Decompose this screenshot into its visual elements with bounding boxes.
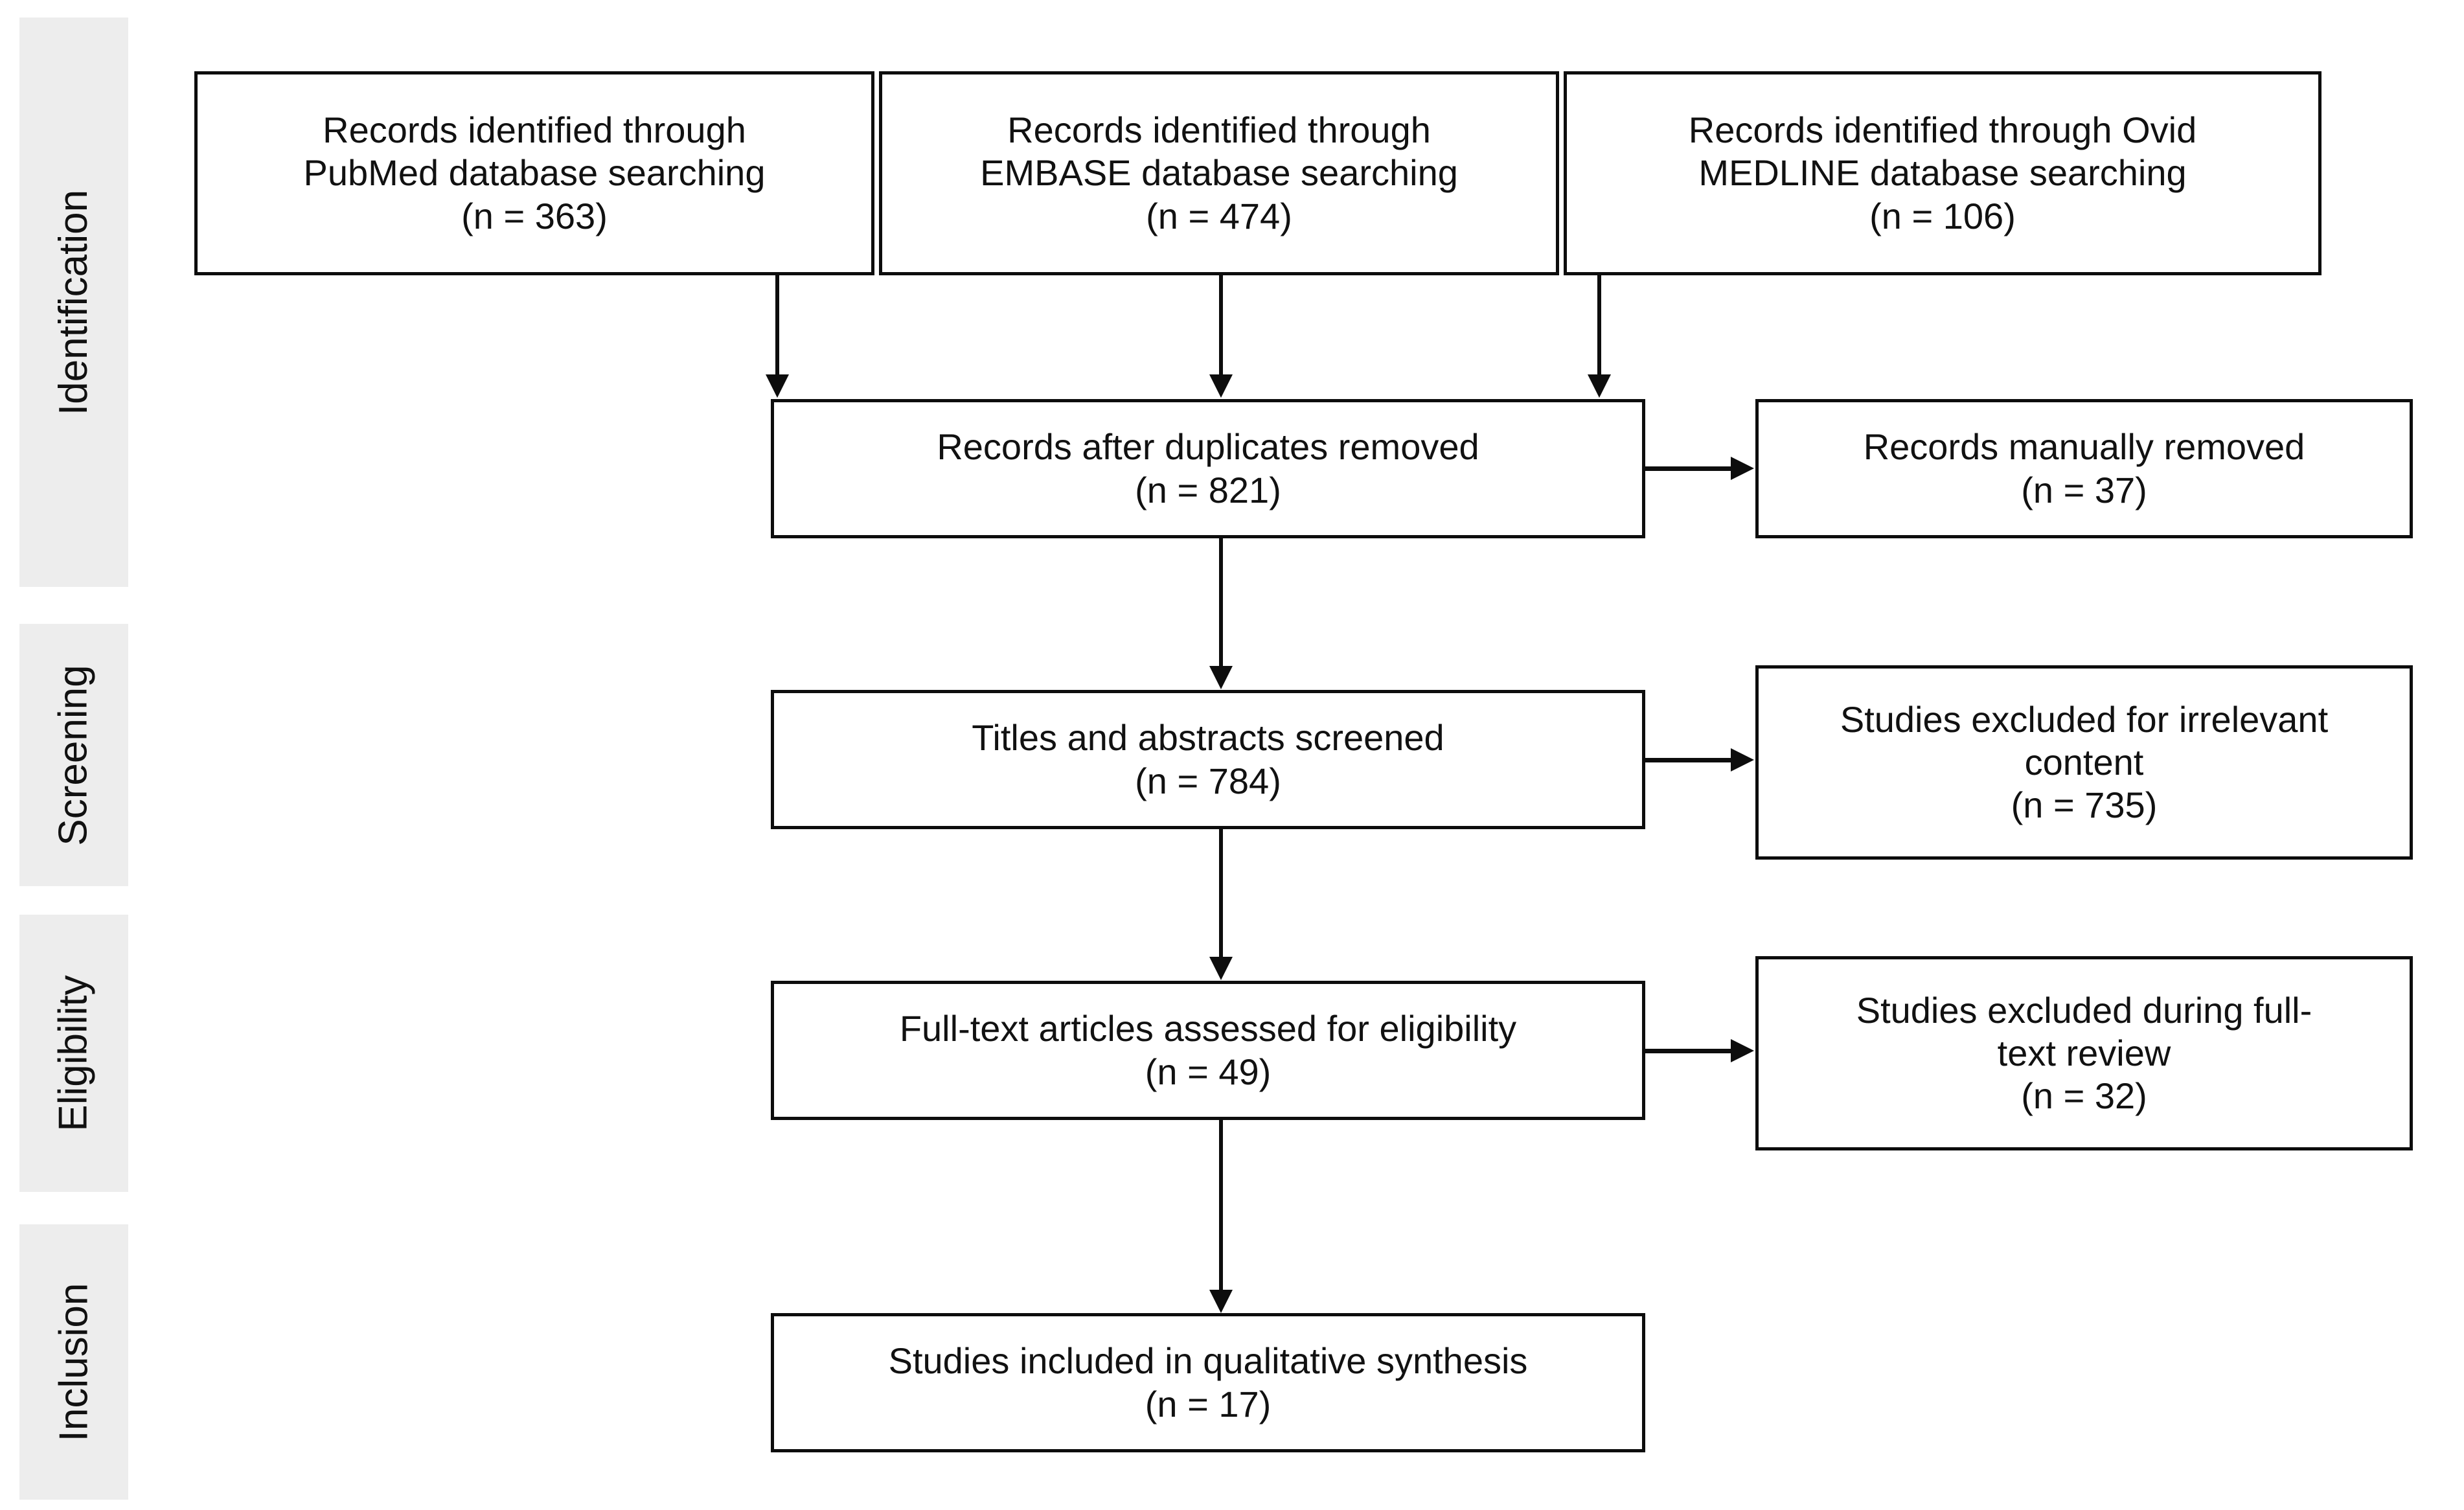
stage-label-screening: Screening [51,664,96,846]
box-included-qualitative-line1: Studies included in qualitative synthesi… [888,1340,1528,1382]
arrowhead-duplicates-to-manually-removed [1731,457,1754,480]
box-included-qualitative-count: (n = 17) [1145,1383,1272,1424]
stage-band-screening: Screening [19,624,128,886]
box-fulltext-assessed: Full-text articles assessed for eligibil… [771,981,1645,1120]
arrowhead-screened-to-excluded-irrelevant [1731,748,1754,772]
box-excluded-irrelevant-line1: Studies excluded for irrelevant [1840,698,2329,740]
box-manually-removed-line1: Records manually removed [1863,426,2305,468]
arrowhead-fulltext-to-excluded-fulltext [1731,1039,1754,1062]
box-ovid-medline-count: (n = 106) [1869,195,2016,236]
stage-label-eligibility: Eligibility [51,975,97,1132]
box-pubmed-count: (n = 363) [461,195,608,236]
stage-label-identification: Identification [51,189,96,415]
connector-embase-to-duplicates [1219,275,1223,376]
stage-band-eligibility: Eligibility [19,915,128,1192]
stage-band-inclusion: Inclusion [19,1224,128,1500]
box-embase-line1: Records identified through [1007,109,1431,151]
box-excluded-fulltext-review: Studies excluded during full- text revie… [1755,956,2413,1150]
arrowhead-screened-to-fulltext [1209,957,1233,980]
connector-screened-to-excluded-irrelevant [1645,758,1732,762]
box-duplicates-removed-count: (n = 821) [1135,469,1281,510]
box-embase-records: Records identified through EMBASE databa… [879,71,1559,275]
box-titles-abstracts-screened: Titles and abstracts screened (n = 784) [771,690,1645,829]
arrowhead-embase-to-duplicates [1209,374,1233,398]
box-duplicates-removed-line1: Records after duplicates removed [937,426,1479,468]
arrowhead-pubmed-to-duplicates [766,374,789,398]
box-titles-abstracts-count: (n = 784) [1135,760,1281,801]
box-excluded-irrelevant-line2: content [2024,741,2144,783]
box-titles-abstracts-line1: Titles and abstracts screened [972,717,1444,759]
box-manually-removed-count: (n = 37) [2021,469,2147,510]
stage-label-inclusion: Inclusion [51,1283,97,1441]
connector-duplicates-to-screened [1219,538,1223,668]
box-excluded-irrelevant-count: (n = 735) [2011,784,2158,826]
box-excluded-fulltext-line2: text review [1997,1032,2171,1073]
arrowhead-fulltext-to-included [1209,1290,1233,1313]
box-pubmed-line2: PubMed database searching [303,152,766,194]
connector-fulltext-to-included [1219,1120,1223,1292]
box-embase-line2: EMBASE database searching [980,152,1458,194]
box-duplicates-removed: Records after duplicates removed (n = 82… [771,399,1645,538]
box-fulltext-assessed-count: (n = 49) [1145,1051,1272,1092]
box-manually-removed: Records manually removed (n = 37) [1755,399,2413,538]
connector-pubmed-to-duplicates [775,275,779,376]
box-ovid-medline-line1: Records identified through Ovid [1688,109,2197,151]
box-pubmed-line1: Records identified through [323,109,746,151]
arrowhead-ovid-to-duplicates [1588,374,1611,398]
box-excluded-irrelevant: Studies excluded for irrelevant content … [1755,665,2413,860]
box-pubmed-records: Records identified through PubMed databa… [194,71,874,275]
connector-ovid-to-duplicates [1597,275,1601,376]
connector-fulltext-to-excluded-fulltext [1645,1049,1732,1053]
connector-duplicates-to-manually-removed [1645,466,1732,471]
stage-band-identification: Identification [19,17,128,587]
connector-screened-to-fulltext [1219,829,1223,959]
box-embase-count: (n = 474) [1146,195,1292,236]
box-fulltext-assessed-line1: Full-text articles assessed for eligibil… [899,1008,1517,1049]
box-ovid-medline-records: Records identified through Ovid MEDLINE … [1564,71,2321,275]
box-excluded-fulltext-count: (n = 32) [2021,1075,2147,1117]
box-excluded-fulltext-line1: Studies excluded during full- [1856,989,2312,1031]
box-ovid-medline-line2: MEDLINE database searching [1698,152,2187,194]
box-included-qualitative-synthesis: Studies included in qualitative synthesi… [771,1313,1645,1452]
arrowhead-duplicates-to-screened [1209,666,1233,689]
